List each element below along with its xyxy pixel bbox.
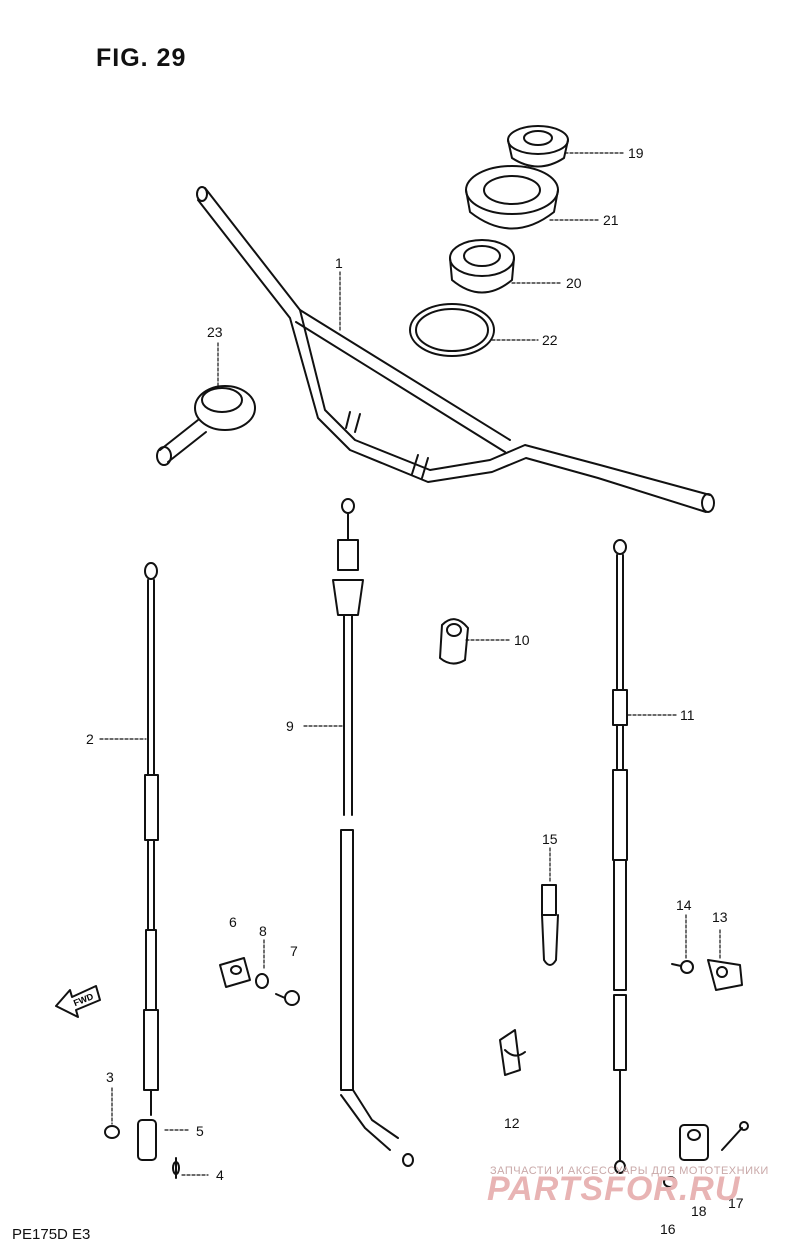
callout-22: 22 (542, 332, 558, 348)
callout-1: 1 (335, 255, 343, 271)
bracket-part (219, 957, 251, 988)
leader-lines (99, 152, 721, 1176)
screw-part (104, 1125, 120, 1139)
clamp-part (465, 165, 559, 230)
figure-title: FIG. 29 (96, 44, 187, 72)
adjuster-part (172, 1157, 180, 1179)
callout-10: 10 (514, 632, 530, 648)
callout-8: 8 (259, 923, 267, 939)
callout-6: 6 (229, 914, 237, 930)
callout-19: 19 (628, 145, 644, 161)
washer-part (255, 973, 269, 989)
cable-clip-part (439, 618, 469, 665)
bolt-part (671, 960, 694, 974)
callout-5: 5 (196, 1123, 204, 1139)
clutch-holder-part (679, 1124, 709, 1161)
fwd-arrow-icon (55, 985, 101, 1018)
o-ring-part (409, 303, 495, 357)
locknut-part (507, 125, 569, 168)
bolt-part (663, 1176, 677, 1188)
cable-guide-part (499, 1029, 526, 1076)
callout-7: 7 (290, 943, 298, 959)
callout-18: 18 (691, 1203, 707, 1219)
handlebar-part (196, 186, 715, 513)
cable-boot-part (541, 884, 559, 966)
callout-2: 2 (86, 731, 94, 747)
bolt-part (275, 990, 300, 1006)
callout-17: 17 (728, 1195, 744, 1211)
callout-20: 20 (566, 275, 582, 291)
callout-12: 12 (504, 1115, 520, 1131)
throttle-assembly-part (156, 385, 256, 466)
callout-14: 14 (676, 897, 692, 913)
callout-11: 11 (680, 707, 695, 723)
throttle-cable-part (332, 498, 414, 1167)
callout-16: 16 (660, 1221, 676, 1237)
watermark-brand: PARTSFOR.RU (487, 1170, 741, 1208)
callout-21: 21 (603, 212, 619, 228)
model-code: PE175D E3 (12, 1226, 91, 1243)
clutch-cable-part (612, 539, 628, 1174)
lever-holder-part (707, 959, 743, 991)
holder-part (449, 239, 515, 294)
watermark-tagline: ЗАПЧАСТИ И АКСЕССУАРЫ ДЛЯ МОТОТЕХНИКИ (490, 1165, 769, 1177)
brake-cable-part (137, 562, 159, 1161)
bolt-part (721, 1121, 749, 1151)
callout-9: 9 (286, 718, 294, 734)
callout-3: 3 (106, 1069, 114, 1085)
callout-23: 23 (207, 324, 223, 340)
callout-15: 15 (542, 831, 558, 847)
callout-13: 13 (712, 909, 728, 925)
callout-4: 4 (216, 1167, 224, 1183)
